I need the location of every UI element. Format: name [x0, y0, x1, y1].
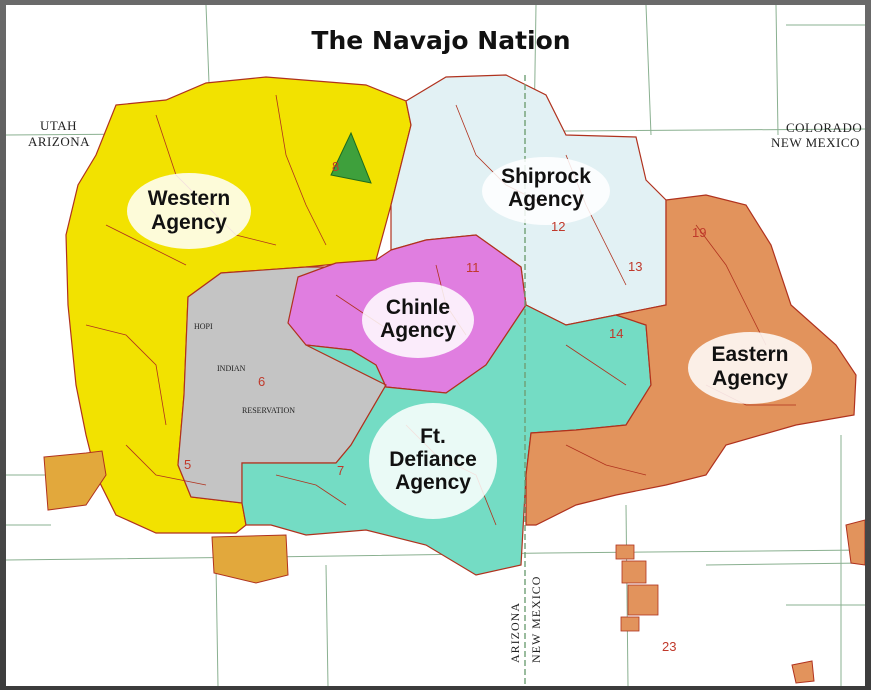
- region-number-13: 13: [628, 259, 642, 274]
- utah-label: UTAH: [40, 118, 77, 133]
- map-title: The Navajo Nation: [311, 26, 570, 55]
- region-number-11: 11: [466, 260, 480, 275]
- region-number-6: 6: [258, 374, 265, 389]
- navajo-nation-map: The Navajo Nation UTAH ARIZONA COLORADO …: [6, 5, 865, 686]
- chinle-agency-label-line2: Agency: [380, 319, 456, 342]
- shiprock-agency-label-line1: Shiprock: [501, 165, 591, 188]
- region-number-19: 19: [692, 225, 706, 240]
- chinle-agency-label-line1: Chinle: [386, 296, 450, 319]
- ftdefiance-agency-label-line1: Ft.: [420, 425, 446, 448]
- ftdefiance-agency-label-line2: Defiance: [389, 448, 477, 471]
- hopi-label: HOPI: [194, 322, 213, 331]
- new-mexico-label: NEW MEXICO: [771, 135, 860, 150]
- southwest-outlier-region: [43, 450, 107, 511]
- western-agency-label-line1: Western: [148, 187, 230, 210]
- arizona-label: ARIZONA: [28, 134, 90, 149]
- south-outlier-region: [211, 534, 289, 584]
- region-number-14: 14: [609, 326, 623, 341]
- region-number-8: 8: [332, 159, 339, 174]
- hopi-indian-label: INDIAN: [217, 364, 246, 373]
- green-triangle-region: [330, 131, 372, 184]
- hopi-reservation-label: RESERVATION: [242, 406, 295, 415]
- label-glows: [127, 157, 812, 519]
- ramah-outlier-region: [615, 544, 659, 632]
- map-canvas: The Navajo Nation UTAH ARIZONA COLORADO …: [6, 5, 865, 686]
- arizona-vertical-label: ARIZONA: [508, 602, 522, 663]
- southeast-outlier-region: [791, 660, 815, 684]
- region-number-7: 7: [337, 463, 344, 478]
- county-lines: [6, 5, 865, 686]
- region-number-23: 23: [662, 639, 676, 654]
- new-mexico-vertical-label: NEW MEXICO: [529, 576, 543, 663]
- eastern-agency-label-line2: Agency: [712, 367, 788, 390]
- far-east-outlier-region: [845, 519, 865, 566]
- region-number-5: 5: [184, 457, 191, 472]
- shiprock-agency-label-line2: Agency: [508, 188, 584, 211]
- region-number-12: 12: [551, 219, 565, 234]
- colorado-label: COLORADO: [786, 120, 862, 135]
- ftdefiance-agency-label-line3: Agency: [395, 471, 471, 494]
- western-agency-label-line2: Agency: [151, 211, 227, 234]
- eastern-agency-label-line1: Eastern: [711, 343, 788, 366]
